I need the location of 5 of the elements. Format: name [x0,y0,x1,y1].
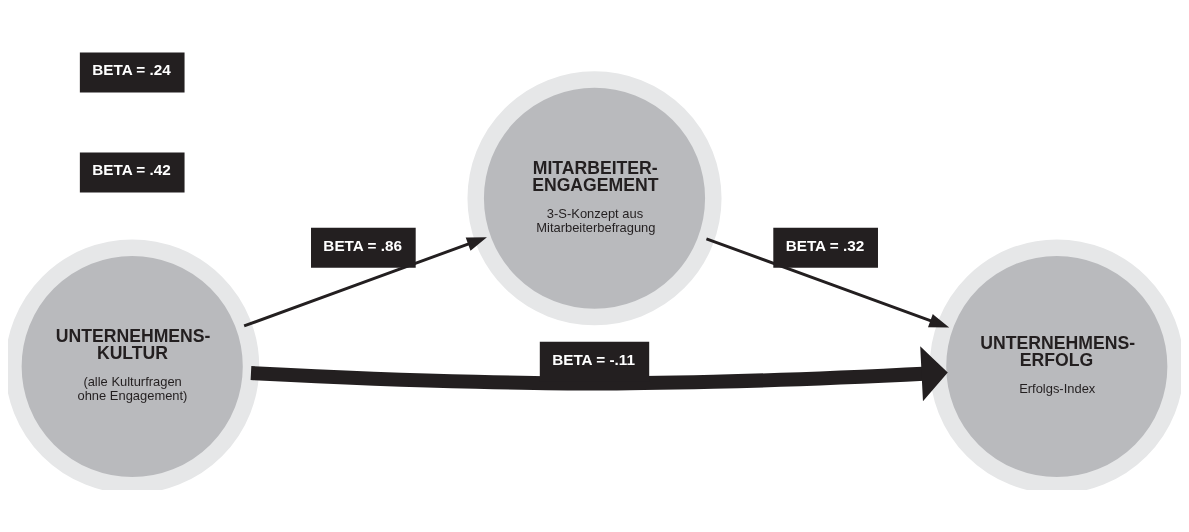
edge-label: BETA = .86 [323,236,402,253]
label: BETA = .24 [92,60,171,78]
edge-label: BETA = .32 [785,236,865,253]
label: BETA = .42 [92,160,171,178]
edge-label: BETA = -.11 [552,350,635,368]
